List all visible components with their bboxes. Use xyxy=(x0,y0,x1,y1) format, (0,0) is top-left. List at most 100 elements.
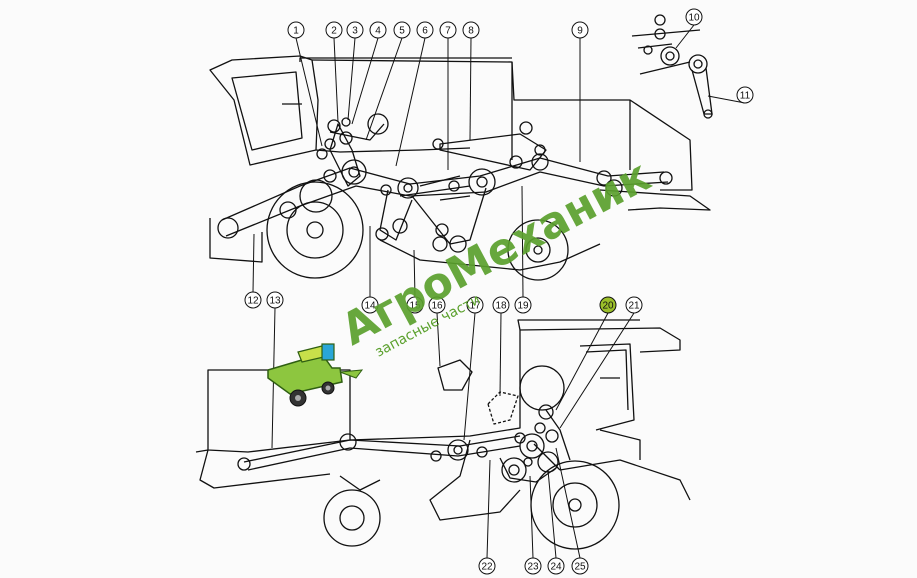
callout-24: 24 xyxy=(547,557,565,575)
callout-number: 19 xyxy=(517,301,529,312)
callout-number: 12 xyxy=(247,296,259,307)
combine-left-side-view xyxy=(209,55,711,281)
callout-11: 11 xyxy=(736,86,754,104)
callout-number: 6 xyxy=(422,26,428,37)
callout-leader-5 xyxy=(365,37,403,141)
callout-circle xyxy=(514,296,532,314)
callout-5: 5 xyxy=(393,21,411,39)
callout-circle xyxy=(547,557,565,575)
callout-12: 12 xyxy=(244,291,262,309)
callout-circle xyxy=(466,296,484,314)
callout-18: 18 xyxy=(492,296,510,314)
callout-number: 11 xyxy=(740,91,751,102)
callout-leader-25 xyxy=(555,447,581,559)
callout-9: 9 xyxy=(571,21,589,39)
callout-leader-8 xyxy=(469,37,472,141)
callout-leader-11 xyxy=(707,95,746,104)
callout-10: 10 xyxy=(685,8,703,26)
callout-circle xyxy=(685,8,703,26)
callout-number: 22 xyxy=(481,562,493,573)
callout-3: 3 xyxy=(346,21,364,39)
callout-13: 13 xyxy=(266,291,284,309)
detail-inset-drive xyxy=(631,14,713,119)
callout-leader-23 xyxy=(529,475,534,559)
callout-leader-17 xyxy=(463,312,476,441)
callout-number: 3 xyxy=(352,26,358,37)
callout-2: 2 xyxy=(325,21,343,39)
callout-circle xyxy=(571,557,589,575)
callout-number: 10 xyxy=(688,13,700,24)
callout-1: 1 xyxy=(287,21,305,39)
callout-number: 21 xyxy=(628,301,640,312)
callout-15: 15 xyxy=(406,296,424,314)
callout-16: 16 xyxy=(428,296,446,314)
callout-number: 5 xyxy=(399,26,405,37)
callout-number: 8 xyxy=(468,26,474,37)
callout-leader-21 xyxy=(559,312,635,429)
callout-6: 6 xyxy=(416,21,434,39)
callout-number: 18 xyxy=(495,301,507,312)
callout-number: 25 xyxy=(574,562,586,573)
callout-leader-12 xyxy=(252,233,255,293)
callout-circle xyxy=(571,21,589,39)
callout-number: 7 xyxy=(445,26,451,37)
callout-circle xyxy=(478,557,496,575)
callout-circle xyxy=(736,86,754,104)
callout-leader-19 xyxy=(521,185,524,298)
callout-circle xyxy=(325,21,343,39)
callout-8: 8 xyxy=(462,21,480,39)
callout-number: 20 xyxy=(602,301,614,312)
callout-circle xyxy=(369,21,387,39)
callout-number: 23 xyxy=(527,562,539,573)
callout-number: 16 xyxy=(431,301,443,312)
callout-number: 2 xyxy=(331,26,337,37)
callout-circle xyxy=(524,557,542,575)
callout-number: 17 xyxy=(469,301,481,312)
callout-leader-20 xyxy=(555,312,609,411)
callout-number: 15 xyxy=(409,301,421,312)
callout-circle xyxy=(361,296,379,314)
callout-21: 21 xyxy=(625,296,643,314)
callout-circle xyxy=(428,296,446,314)
callout-circle xyxy=(439,21,457,39)
callout-circle xyxy=(416,21,434,39)
callout-circle xyxy=(599,296,617,314)
combine-right-side-view xyxy=(195,319,691,550)
callout-number: 24 xyxy=(550,562,562,573)
callout-leader-6 xyxy=(395,37,426,167)
combine-harvester-icon xyxy=(267,343,364,407)
callout-number: 1 xyxy=(293,26,299,37)
callout-circle xyxy=(346,21,364,39)
callout-20: 20 xyxy=(599,296,617,314)
callout-leader-10 xyxy=(675,24,695,49)
callout-circle xyxy=(406,296,424,314)
callout-number: 14 xyxy=(364,301,376,312)
callout-leader-16 xyxy=(436,312,441,367)
callout-number: 9 xyxy=(577,26,583,37)
callout-circle xyxy=(244,291,262,309)
callout-4: 4 xyxy=(369,21,387,39)
callout-circle xyxy=(287,21,305,39)
callout-25: 25 xyxy=(571,557,589,575)
callout-circle xyxy=(492,296,510,314)
callout-circle xyxy=(393,21,411,39)
callout-leader-4 xyxy=(351,37,379,125)
callout-leader-24 xyxy=(547,469,557,559)
callout-17: 17 xyxy=(466,296,484,314)
callout-leader-22 xyxy=(486,459,491,559)
callout-leader-lines xyxy=(252,24,746,559)
callout-leader-1 xyxy=(295,37,323,147)
callout-22: 22 xyxy=(478,557,496,575)
callout-leader-2 xyxy=(333,37,339,123)
callout-23: 23 xyxy=(524,557,542,575)
callout-leader-15 xyxy=(413,249,416,298)
callout-14: 14 xyxy=(361,296,379,314)
callout-circle xyxy=(266,291,284,309)
callout-leader-18 xyxy=(499,312,502,397)
watermark-title: АгроМеханик xyxy=(333,150,659,355)
callout-19: 19 xyxy=(514,296,532,314)
callout-circle xyxy=(462,21,480,39)
callout-7: 7 xyxy=(439,21,457,39)
